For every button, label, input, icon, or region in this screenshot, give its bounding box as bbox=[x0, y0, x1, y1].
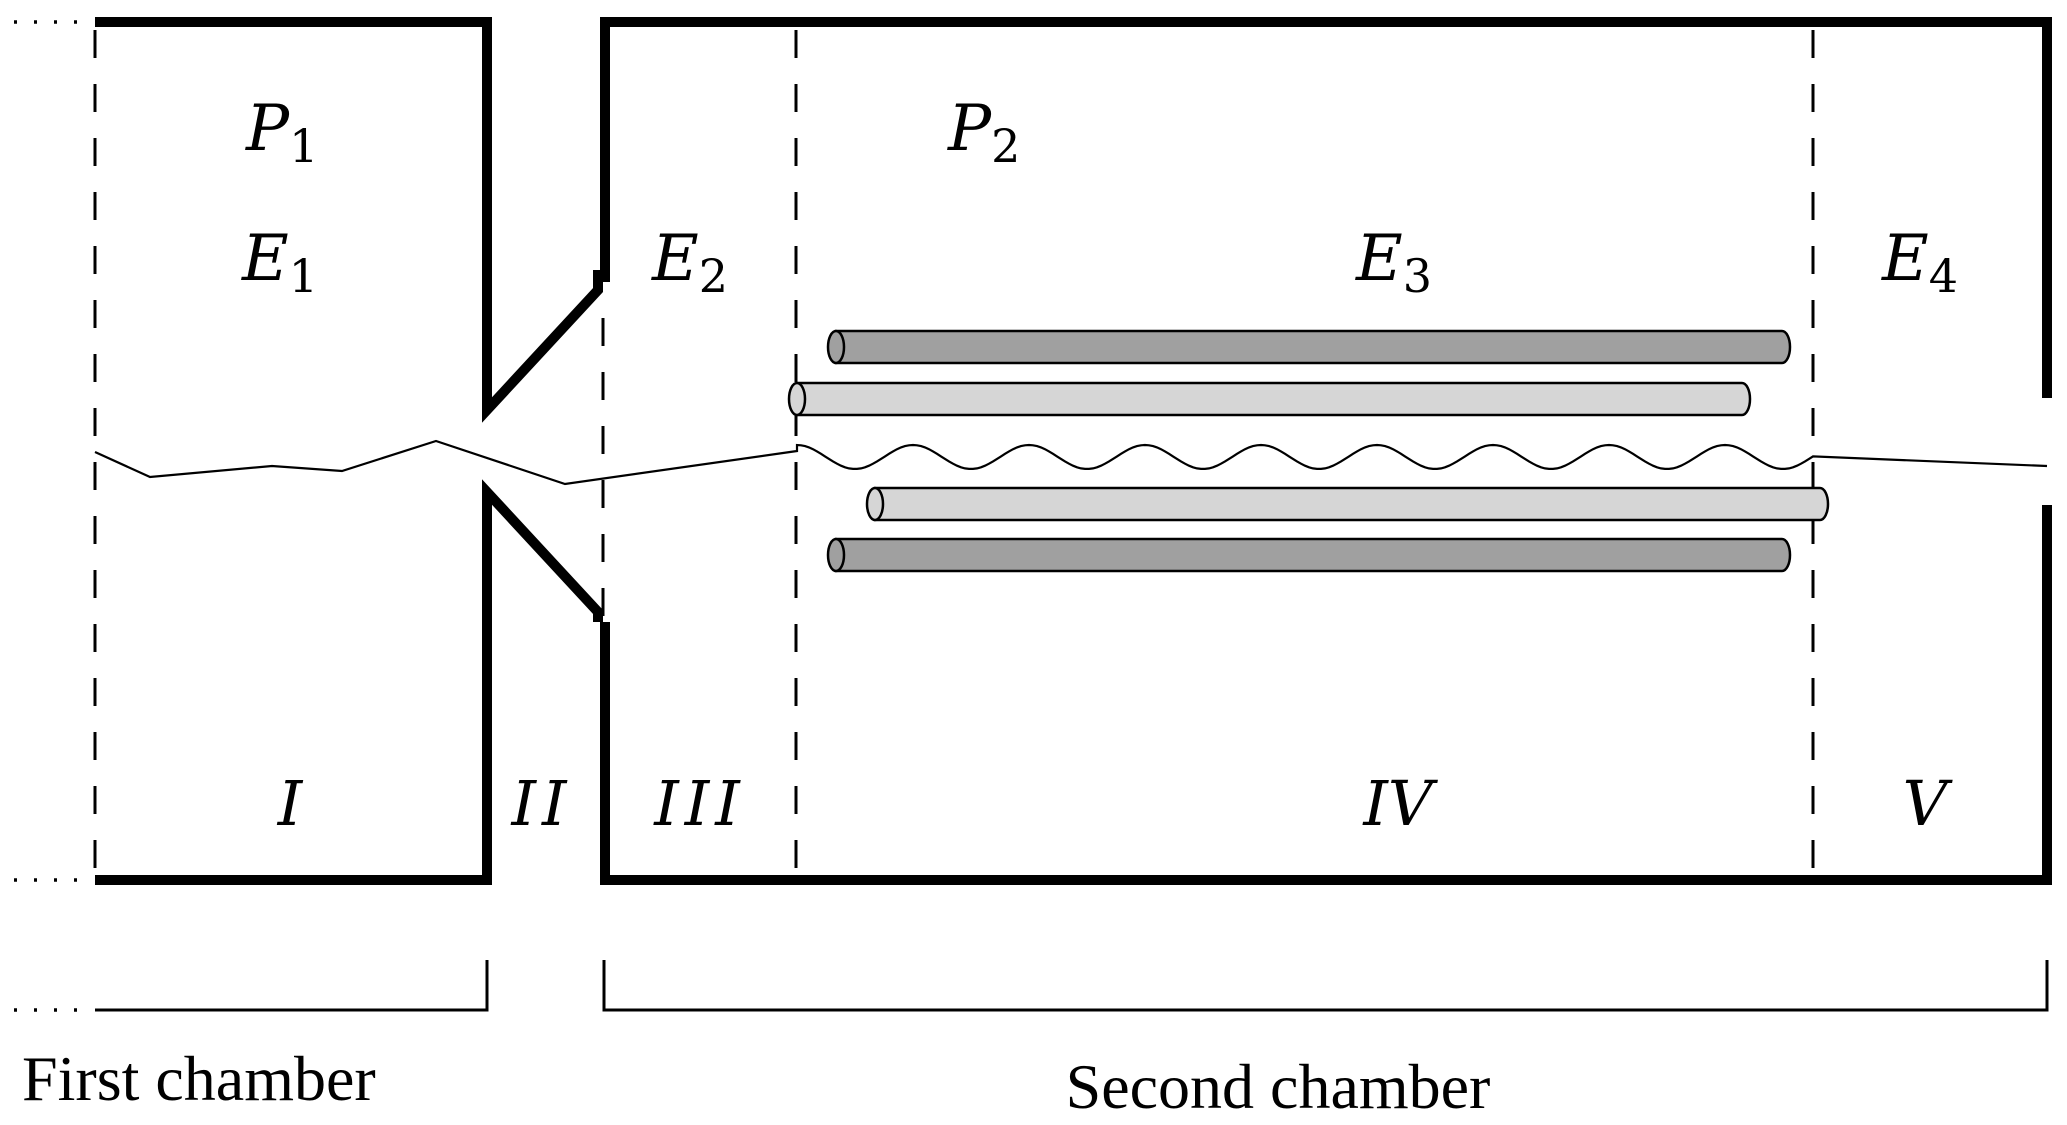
second-chamber-caption: Second chamber bbox=[1066, 1051, 1491, 1122]
upper-outer-rod bbox=[826, 329, 1792, 365]
first-chamber-caption: First chamber bbox=[22, 1043, 376, 1114]
first-chamber-wall-bottom bbox=[95, 479, 603, 885]
label-E4: E4 bbox=[1881, 222, 1958, 303]
upper-inner-rod bbox=[787, 381, 1752, 417]
upper-outer-rod-end-cap bbox=[826, 329, 846, 365]
region-label-V: V bbox=[1903, 767, 1954, 840]
lower-inner-rod-end-cap bbox=[865, 486, 885, 522]
region-label-I: I bbox=[277, 767, 304, 840]
ion-beam-path bbox=[94, 439, 2048, 486]
first-chamber-wall-top bbox=[95, 17, 603, 423]
region-label-IV: IV bbox=[1362, 767, 1438, 840]
label-E1: E1 bbox=[241, 222, 318, 303]
upper-inner-rod-end-cap bbox=[787, 381, 807, 417]
region-label-II: II bbox=[511, 767, 573, 840]
upper-outer-rod-body bbox=[834, 329, 1792, 365]
lower-inner-rod-body bbox=[873, 486, 1830, 522]
label-E2: E2 bbox=[651, 222, 728, 303]
second-chamber-wall-top bbox=[600, 17, 2052, 398]
label-E3: E3 bbox=[1355, 222, 1432, 303]
lower-outer-rod-end-cap bbox=[826, 537, 846, 573]
label-P1: P1 bbox=[245, 92, 318, 173]
label-P2: P2 bbox=[947, 92, 1020, 173]
region-label-III: III bbox=[653, 767, 745, 840]
rod-assembly bbox=[787, 329, 1830, 573]
first-chamber-bracket bbox=[95, 960, 489, 1012]
lower-outer-rod-body bbox=[834, 537, 1792, 573]
upper-inner-rod-body bbox=[795, 381, 1752, 417]
second-chamber-bracket bbox=[602, 960, 2049, 1012]
lower-inner-rod bbox=[865, 486, 1830, 522]
lower-outer-rod bbox=[826, 537, 1792, 573]
second-chamber-wall-bottom bbox=[600, 505, 2052, 885]
